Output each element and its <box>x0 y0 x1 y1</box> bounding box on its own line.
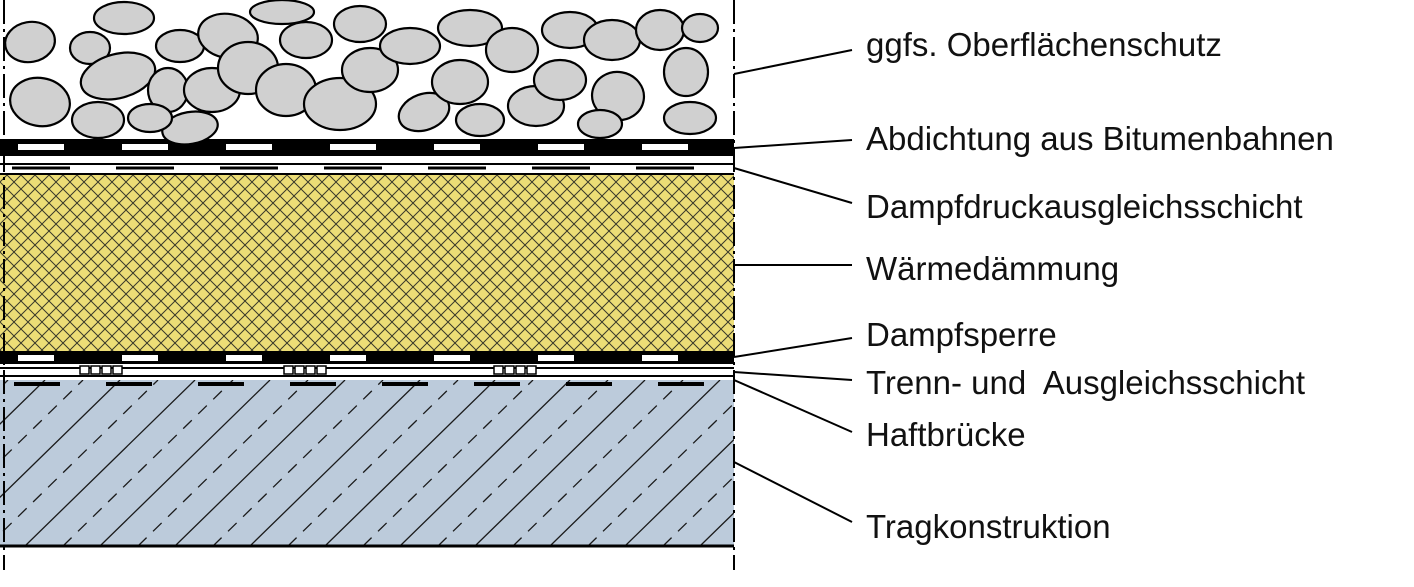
label-tragkonstruktion: Tragkonstruktion <box>866 508 1111 545</box>
label-dampfdruckausgleichsschicht: Dampfdruckausgleichsschicht <box>866 188 1303 225</box>
layer-tragkonstruktion <box>0 380 734 548</box>
layer-dampfsperre <box>0 352 734 375</box>
leader-trennschicht <box>733 371 853 381</box>
label-dampfsperre: Dampfsperre <box>866 316 1057 353</box>
leader-oberflaechenschutz <box>733 49 853 75</box>
section-boundaries <box>3 0 735 570</box>
label-abdichtung: Abdichtung aus Bitumenbahnen <box>866 120 1334 157</box>
layer-dampfdruckausgleichsschicht <box>0 163 734 170</box>
label-haftbruecke: Haftbrücke <box>866 416 1026 453</box>
leader-dampfsperre <box>733 337 853 358</box>
label-trennschicht: Trenn- und Ausgleichsschicht <box>866 364 1305 401</box>
layer-oberflaechenschutz <box>4 0 720 146</box>
layer-waermedaemmung <box>0 173 734 353</box>
label-waermedaemmung: Wärmedämmung <box>866 250 1119 287</box>
layer-abdichtung <box>0 139 734 156</box>
leader-lines <box>733 49 853 523</box>
leader-abdichtung <box>733 139 853 149</box>
leader-haftbruecke <box>733 379 853 433</box>
label-oberflaechenschutz: ggfs. Oberflächenschutz <box>866 26 1222 63</box>
leader-tragkonstruktion <box>733 461 853 523</box>
leader-dampfdruckausgleich <box>733 167 853 204</box>
